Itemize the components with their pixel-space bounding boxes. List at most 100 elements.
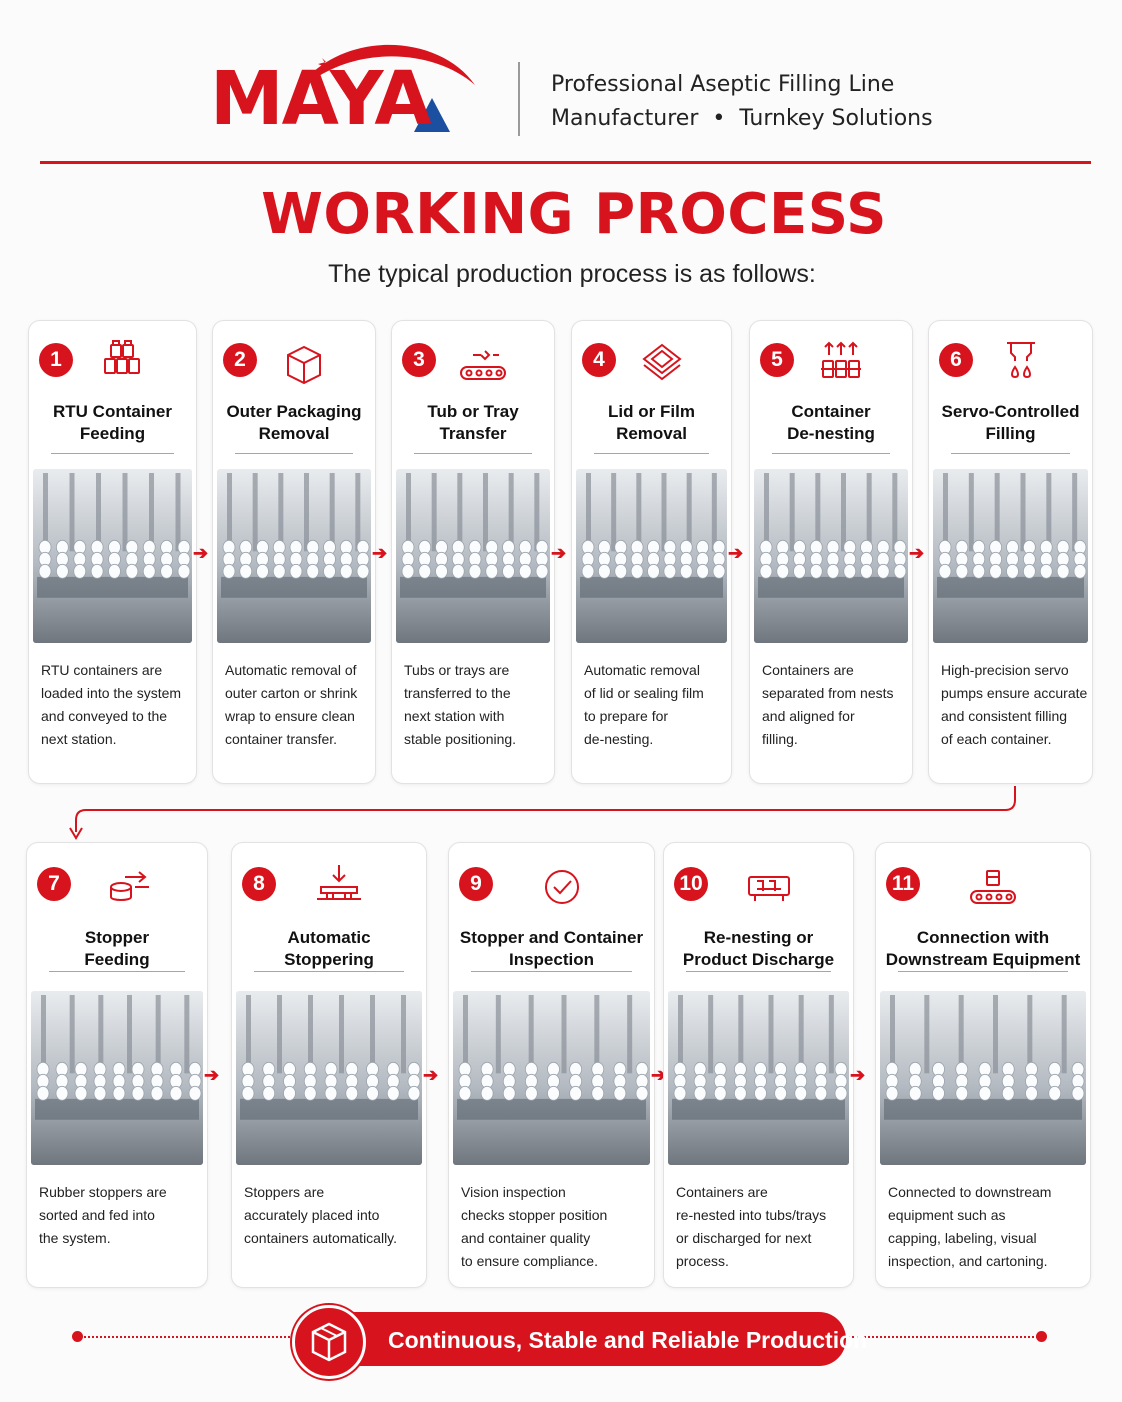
renesting-photo: [668, 991, 849, 1165]
downstream-conveyor-icon: [961, 861, 1025, 915]
filling-station-photo: [933, 469, 1088, 643]
flow-arrow-icon: ➔: [204, 1065, 220, 1085]
step-number-badge: 1: [39, 343, 73, 377]
step-title: Tub or Tray Transfer: [427, 402, 519, 443]
denesting-icon: [809, 337, 873, 391]
step-title: Connection with Downstream Equipment: [885, 928, 1081, 969]
step-description: Stoppers are accurately placed into cont…: [244, 1184, 398, 1246]
step-description: RTU containers are loaded into the syste…: [41, 662, 182, 747]
step-number-badge: 3: [402, 343, 436, 377]
step-description: Connected to downstream equipment such a…: [888, 1184, 1052, 1269]
stacked-bottles-icon: [91, 337, 155, 391]
footer-label: Continuous, Stable and Reliable Producti…: [388, 1327, 868, 1353]
step-number-badge: 2: [223, 343, 257, 377]
flow-arrow-icon: ➔: [850, 1065, 866, 1085]
step-title: Stopper and Container Inspection: [459, 928, 644, 969]
check-circle-icon: [530, 861, 594, 915]
step-number-badge: 10: [674, 867, 708, 901]
maya-logo: MAYA: [210, 40, 490, 140]
step-number-badge: 11: [886, 867, 920, 901]
step-title: Container De-nesting: [787, 402, 875, 443]
step-number-badge: 6: [939, 343, 973, 377]
step-title: RTU Container Feeding: [53, 402, 172, 443]
filling-drops-icon: [989, 337, 1053, 391]
step-description: High-precision servo pumps ensure accura…: [941, 662, 1088, 747]
title-underline: [594, 453, 709, 454]
lid-removal-photo: [576, 469, 727, 643]
footer-dot-left: [72, 1331, 83, 1342]
flow-arrow-icon: ➔: [909, 543, 925, 563]
conveyor-transfer-icon: [451, 337, 515, 391]
page-subtitle: The typical production process is as fol…: [328, 260, 816, 288]
footer-banner: [292, 1312, 846, 1366]
step-description: Rubber stoppers are sorted and fed into …: [39, 1184, 167, 1246]
header: MAYA Professional Aseptic Filling Line M…: [0, 0, 1122, 170]
title-underline: [49, 971, 185, 972]
flow-arrow-icon: ➔: [728, 543, 744, 563]
title-underline: [254, 971, 404, 972]
lid-removal-icon: [630, 337, 694, 391]
step-number-badge: 7: [37, 867, 71, 901]
footer-dotted-line-left: [84, 1336, 290, 1338]
footer-dotted-line-right: [848, 1336, 1038, 1338]
title-underline: [414, 453, 532, 454]
step-title: Servo-Controlled Filling: [941, 402, 1080, 443]
flow-arrow-icon: ➔: [372, 543, 388, 563]
step-description: Containers are re-nested into tubs/trays…: [676, 1184, 827, 1269]
stopper-feed-icon: [95, 861, 159, 915]
inspection-photo: [453, 991, 650, 1165]
step-description: Containers are separated from nests and …: [762, 662, 894, 747]
title-underline: [686, 971, 831, 972]
title-underline: [951, 453, 1070, 454]
press-down-icon: [307, 861, 371, 915]
container-tray-photo: [33, 469, 192, 643]
tagline-line-2: Manufacturer • Turnkey Solutions: [551, 106, 933, 131]
step-title: Lid or Film Removal: [608, 402, 695, 443]
title-underline: [51, 453, 174, 454]
logo-swoosh-icon: [305, 44, 475, 132]
tagline-line-1: Professional Aseptic Filling Line: [551, 72, 895, 97]
tray-renest-icon: [737, 861, 801, 915]
tray-transfer-photo: [396, 469, 550, 643]
step-number-badge: 4: [582, 343, 616, 377]
logo-text: MAYA: [210, 56, 432, 142]
step-description: Automatic removal of outer carton or shr…: [225, 662, 358, 747]
step-title: Re-nesting or Product Discharge: [682, 928, 835, 969]
footer-icon-circle: [292, 1305, 366, 1379]
stoppering-photo: [236, 991, 422, 1165]
box-icon: [311, 1322, 347, 1362]
unpacking-station-photo: [217, 469, 371, 643]
step-description: Tubs or trays are transferred to the nex…: [404, 662, 517, 747]
step-description: Automatic removal of lid or sealing film…: [584, 662, 704, 747]
step-title: Automatic Stoppering: [284, 928, 374, 969]
step-number-badge: 5: [760, 343, 794, 377]
flow-arrow-icon: ➔: [423, 1065, 439, 1085]
downstream-line-photo: [880, 991, 1086, 1165]
step-title: Outer Packaging Removal: [226, 402, 362, 443]
header-divider: [518, 62, 520, 136]
footer-dot-right: [1036, 1331, 1047, 1342]
step-title: Stopper Feeding: [84, 928, 150, 969]
title-underline: [471, 971, 632, 972]
flow-arrow-icon: ➔: [651, 1065, 667, 1085]
flow-arrow-icon: ➔: [551, 543, 567, 563]
title-underline: [235, 453, 353, 454]
header-rule: [40, 161, 1091, 164]
step-number-badge: 8: [242, 867, 276, 901]
step-description: Vision inspection checks stopper positio…: [461, 1184, 608, 1269]
denesting-photo: [754, 469, 908, 643]
step-number-badge: 9: [459, 867, 493, 901]
open-box-icon: [272, 337, 336, 391]
title-underline: [898, 971, 1068, 972]
